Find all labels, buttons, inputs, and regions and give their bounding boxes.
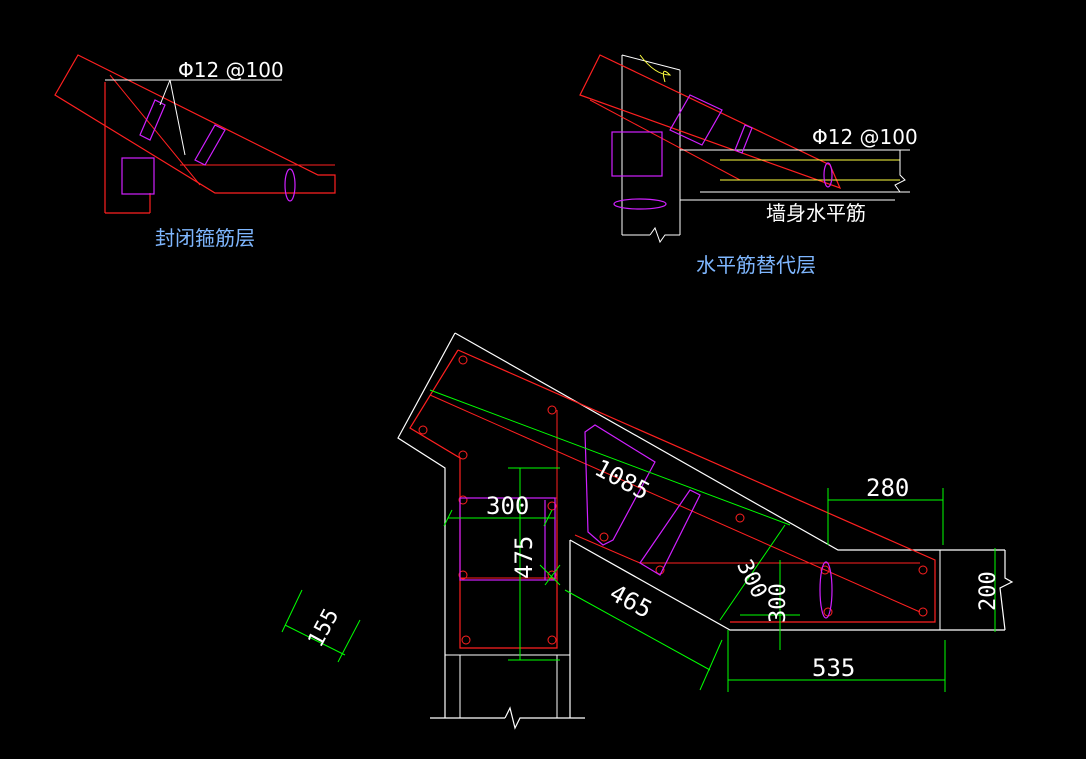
rebar-spec-label-right: Φ12 @100: [812, 125, 918, 149]
dim-300-top: 300: [486, 492, 529, 520]
dim-475: 475: [510, 536, 538, 579]
dim-280: 280: [866, 474, 909, 502]
dim-465: 465: [605, 579, 656, 624]
dim-300-vert: 300: [766, 583, 791, 623]
rebar-spec-label: Φ12 @100: [178, 58, 284, 82]
horizontal-substitute-layer-label: 水平筋替代层: [696, 253, 816, 277]
dim-200: 200: [976, 571, 1001, 611]
dim-535: 535: [812, 654, 855, 682]
wall-horizontal-rebar-label: 墙身水平筋: [766, 201, 866, 225]
dim-155: 155: [304, 605, 345, 652]
detail-horizontal-substitute: Φ12 @100 墙身水平筋 水平筋替代层: [579, 54, 918, 277]
detail-closed-stirrup: Φ12 @100 封闭箍筋层: [54, 54, 336, 250]
detail-main: 280 300 1085 475 465 300 300 200 535 155: [281, 332, 1014, 730]
closed-stirrup-layer-label: 封闭箍筋层: [155, 226, 255, 250]
